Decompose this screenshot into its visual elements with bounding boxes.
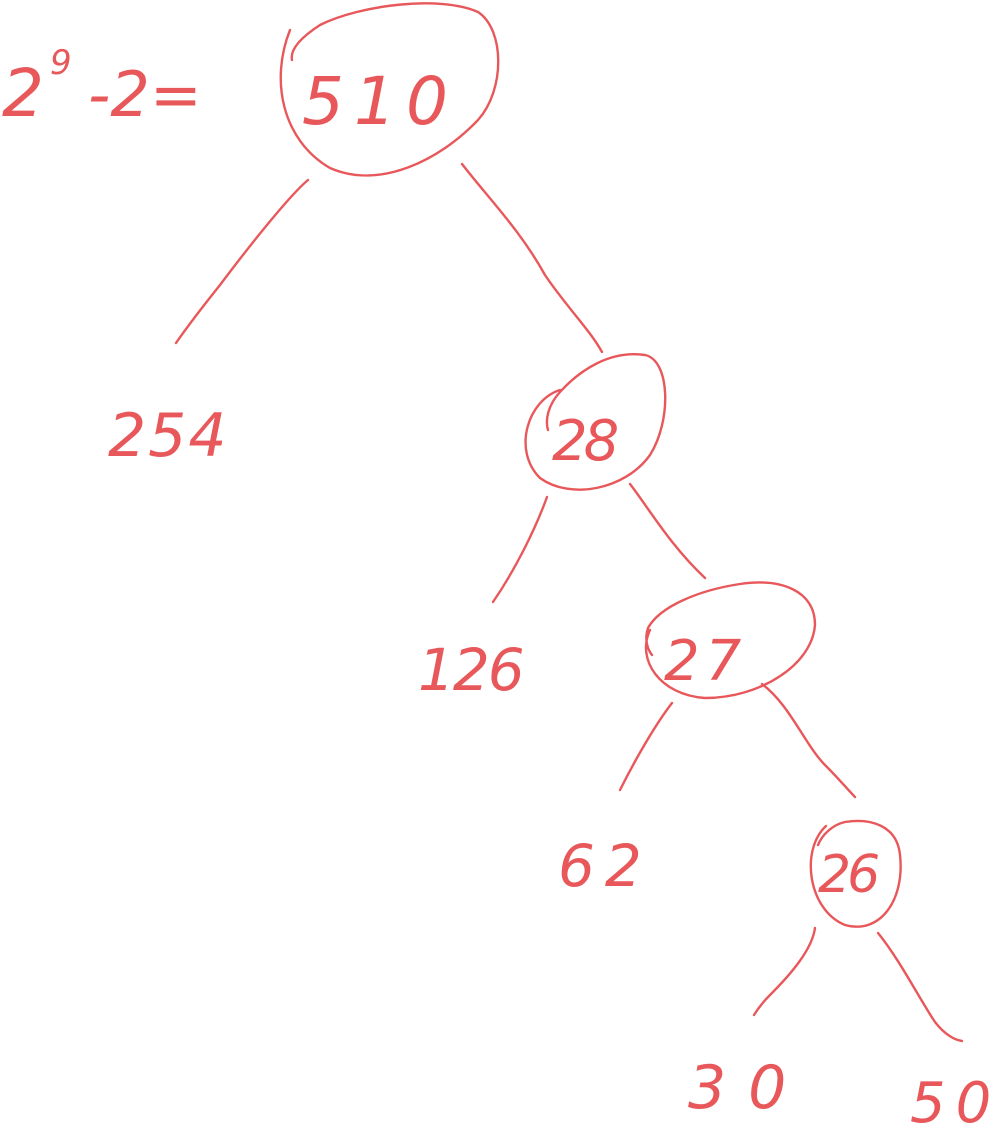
edge-28-right — [628, 482, 707, 580]
formula-base: 2 — [2, 55, 44, 132]
edge-26-left — [752, 926, 817, 1017]
node-62-label: 62 — [558, 832, 652, 900]
edge-27-right — [760, 682, 857, 799]
node-254-label: 254 — [108, 401, 229, 471]
edge-root-right — [460, 162, 604, 354]
edge-root-left — [174, 178, 310, 345]
formula-exponent: 9 — [50, 43, 72, 83]
node-27-circle — [644, 581, 817, 700]
node-126-label: 126 — [418, 636, 523, 704]
edge-28-left — [491, 495, 549, 604]
node-30-label: 30 — [688, 1053, 808, 1123]
formula-rest: -2= — [88, 58, 202, 131]
node-50-label: 50 — [910, 1071, 1000, 1131]
root-node-label: 510 — [302, 63, 458, 140]
formula: 2 9 -2= — [2, 43, 202, 132]
node-28-circle — [524, 353, 667, 491]
root-node-circle — [279, 2, 500, 177]
edge-26-right — [876, 931, 964, 1043]
node-26-label: 26 — [818, 845, 878, 905]
node-27-label: 27 — [664, 629, 747, 694]
edge-27-left — [618, 701, 674, 792]
node-28-label: 28 — [552, 409, 618, 474]
node-26-circle — [809, 819, 902, 928]
